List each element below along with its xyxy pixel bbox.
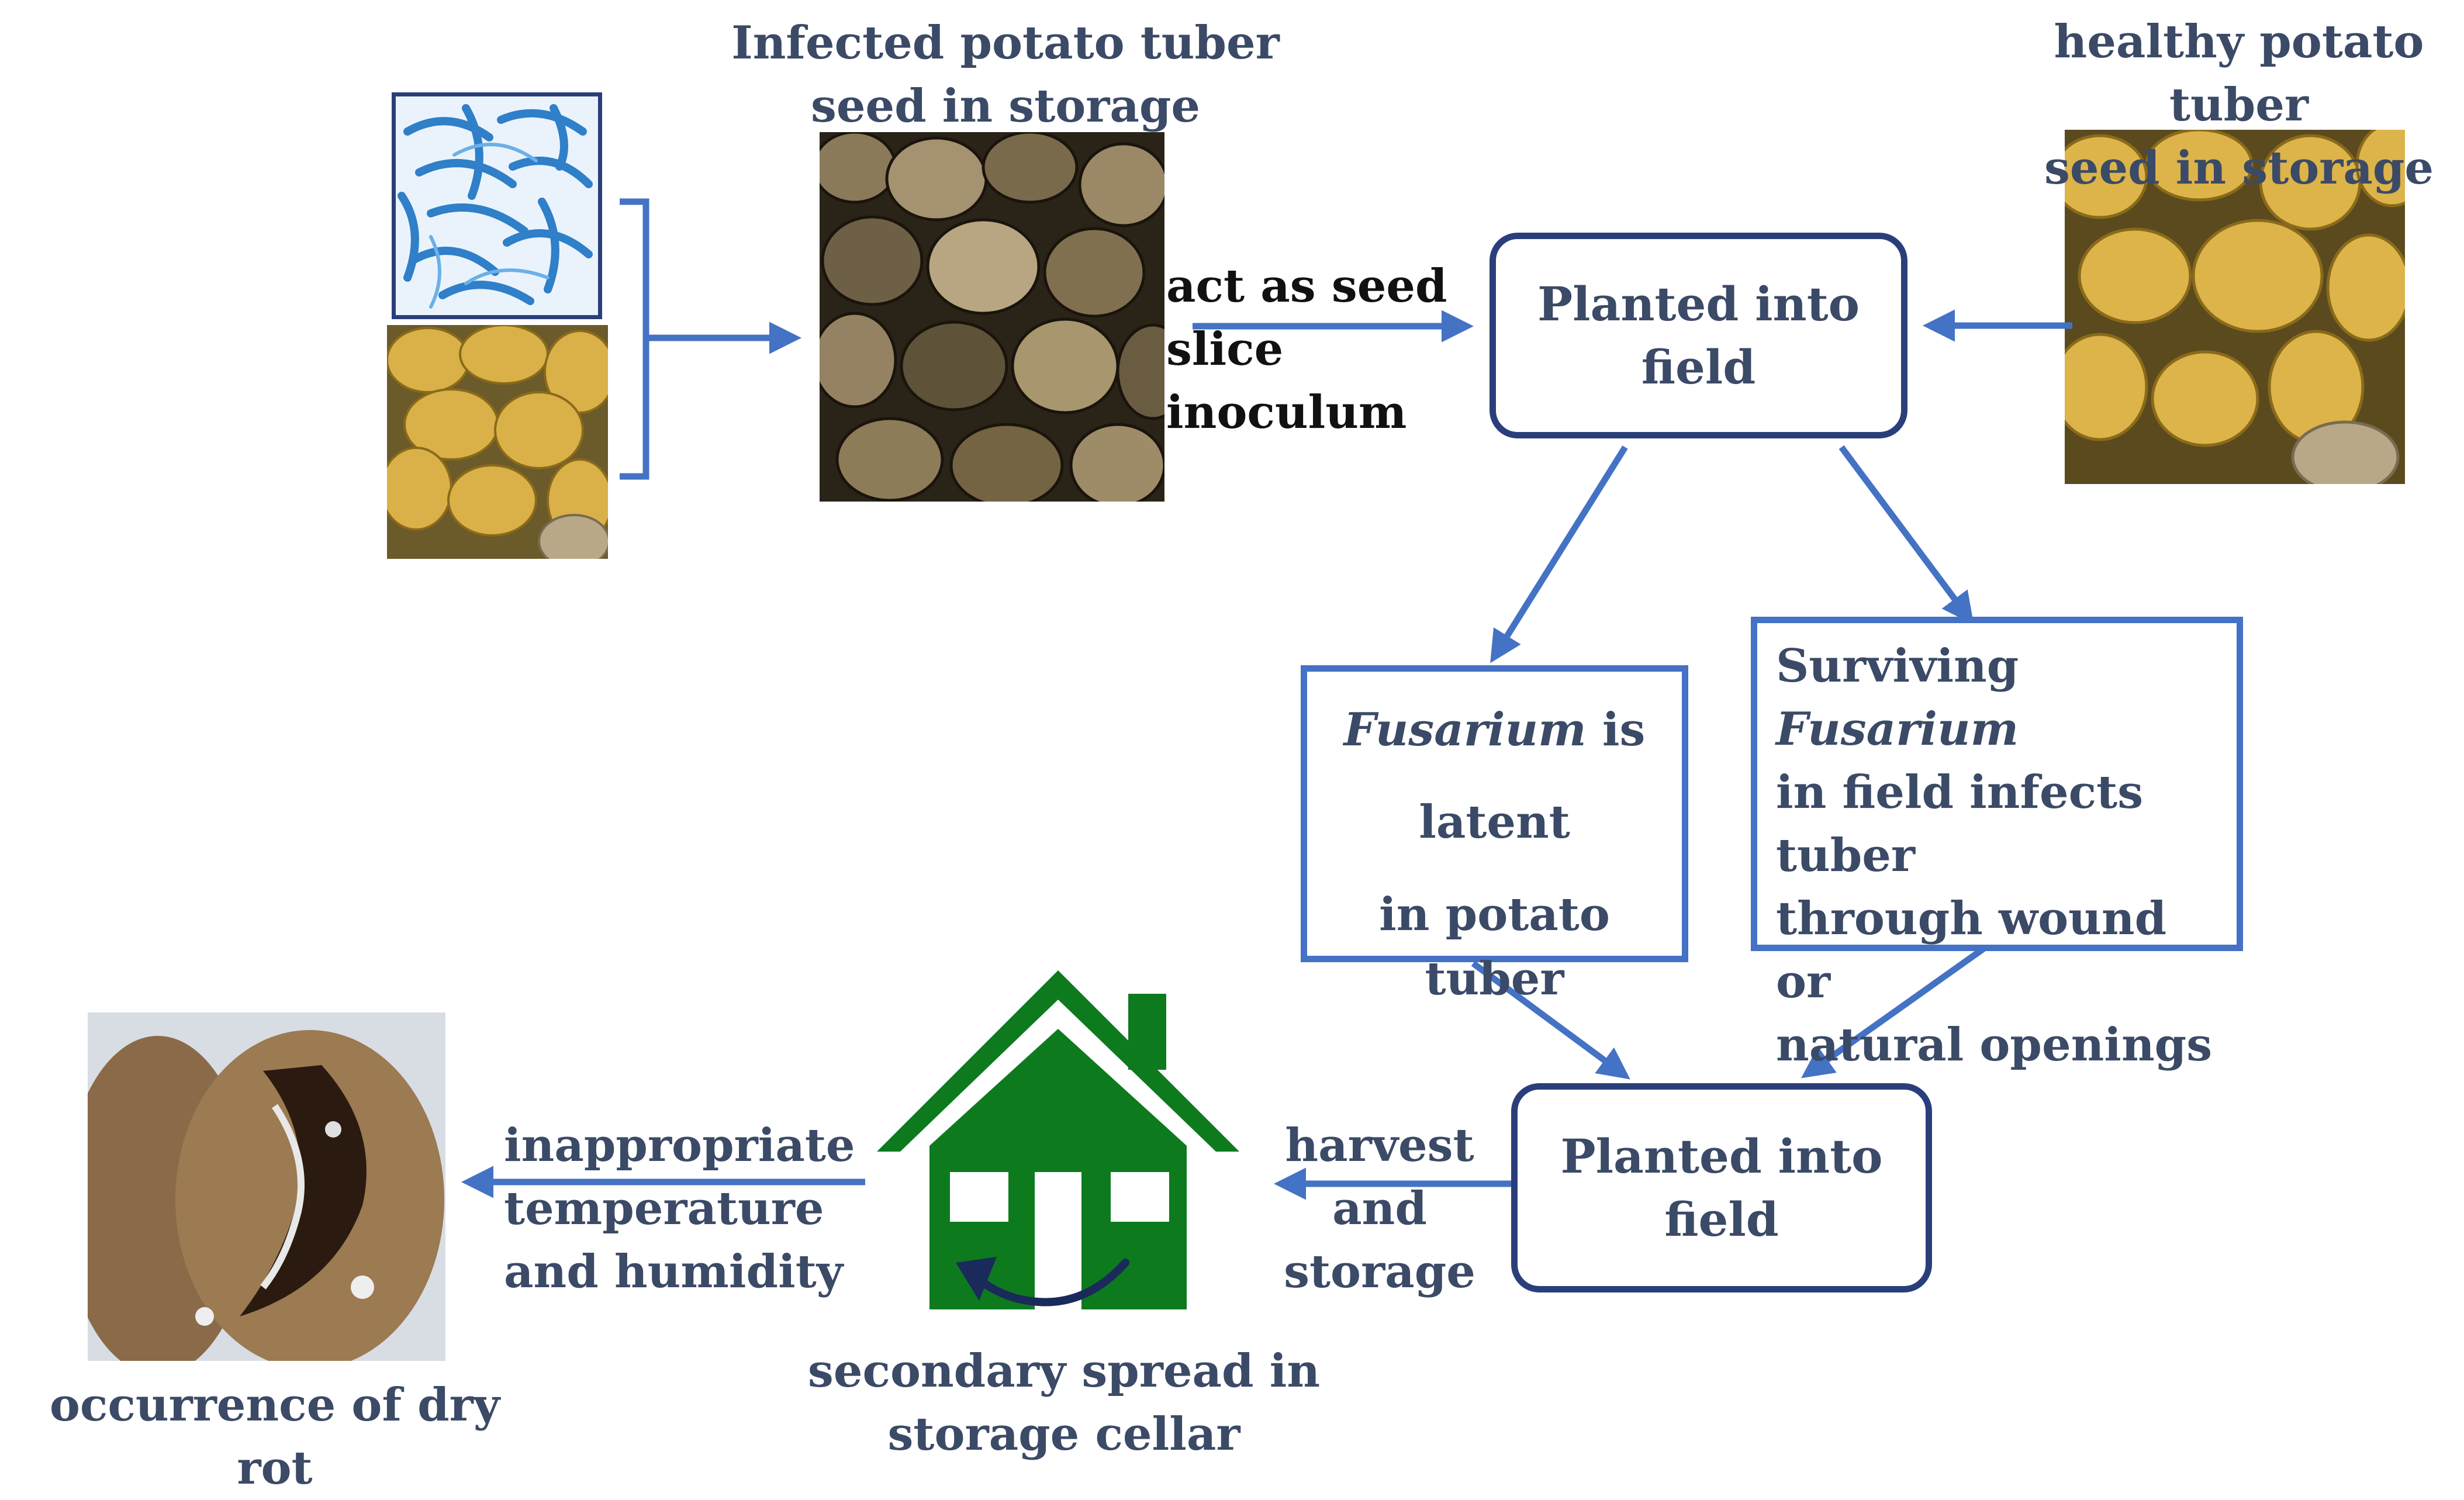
fusarium-italic: Fusarium [1776,703,2019,756]
inappropriate-conditions-label: inappropriate temperature and humidity [504,1119,855,1298]
fusarium-spores-image [392,92,602,319]
harvest-storage-label: harvest and storage [1284,1119,1475,1298]
infected-potato-image [820,132,1164,502]
infected-seed-label: Infected potato tuber seed in storage [731,16,1280,133]
healthy-seed-label: healthy potato tuber seed in storage [2044,15,2434,195]
potato-pile-image [387,325,608,559]
dry-rot-potato-image [88,1012,445,1361]
secondary-spread-label: secondary spread in storage cellar [807,1345,1321,1461]
planted-into-field-top-box: Planted into field [1490,233,1907,438]
healthy-potato-image [2065,130,2405,484]
planted-into-field-bottom-box: Planted into field [1511,1083,1932,1292]
circular-arrow-icon [950,1245,1143,1333]
fusarium-italic: Fusarium [1343,703,1587,756]
fusarium-latent-box: Fusarium is latent in potato tuber [1301,665,1688,1005]
act-as-seed-label: act as seed slice inoculum [1166,260,1447,439]
storage-house-icon [871,965,1245,1315]
surviving-fusarium-box: Surviving Fusarium in field infects tube… [1751,617,2243,1072]
